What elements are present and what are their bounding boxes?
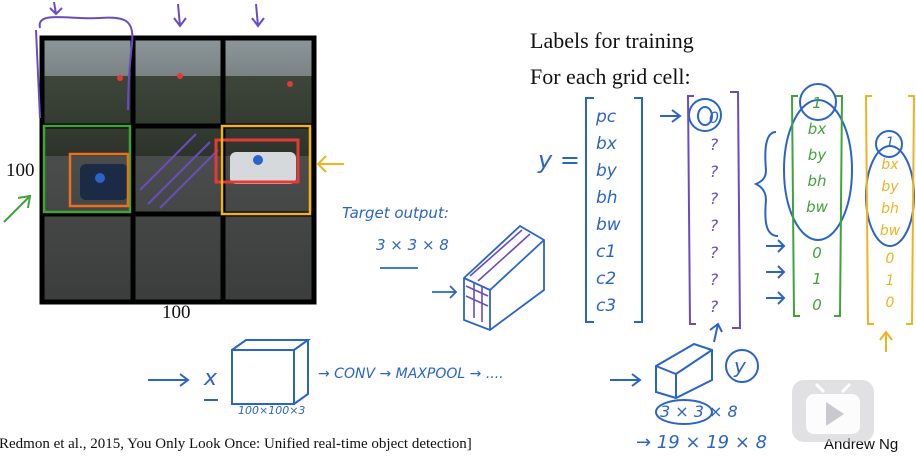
yellow-value-c2: 1 [885,273,895,289]
vector-item-bw: bw [596,215,621,235]
vector-item-c3: c3 [596,296,617,316]
vector-item-bx: bx [596,134,617,154]
slide-title-line2: For each grid cell: [530,64,691,89]
purple-value-bh: ? [709,189,719,208]
green-value-c3: 0 [812,296,822,314]
green-value-bw: bw [806,198,828,216]
vector-item-pc: pc [596,107,617,127]
citation: [Redmon et al., 2015, You Only Look Once… [0,436,472,452]
play-icon [806,382,860,434]
green-value-by: by [807,146,827,164]
dimension-left: 100 [6,160,35,181]
y-label: y = [538,146,580,174]
output-y-label: y [734,354,746,378]
target-output-label: Target output: [342,204,449,222]
purple-value-by: ? [709,162,719,181]
yellow-value-bx: bx [881,157,899,173]
down-arrow-1 [49,1,63,16]
car-right [230,152,296,184]
vector-item-c2: c2 [596,269,617,289]
purple-value-bx: ? [709,135,719,154]
yellow-value-c3: 0 [885,295,895,311]
purple-value-c2: ? [709,270,719,289]
purple-value-bw: ? [709,216,719,235]
output-dims-label: 3 × 3 × 8 [660,402,738,421]
dimension-bottom: 100 [162,302,191,323]
yellow-value-pc: 1 [885,135,895,151]
down-arrow-2 [173,3,187,28]
yellow-value-bw: bw [879,223,901,239]
vector-item-bh: bh [596,188,618,208]
purple-vector: 0 ? ? ? ? ? ? ? [698,104,730,320]
vector-item-c1: c1 [596,242,617,262]
purple-value-c1: ? [709,243,719,262]
green-value-bx: bx [807,120,827,138]
purple-cell-outline [38,16,134,111]
input-x-label: x [204,366,218,391]
output-alt-dims-label: → 19 × 19 × 8 [636,432,768,453]
label-vector: pc bx by bh bw c1 c2 c3 [596,104,636,320]
vector-item-by: by [596,161,617,181]
green-value-c1: 0 [812,244,822,262]
green-vector: 1 bx by bh bw 0 1 0 [800,90,834,318]
yellow-value-c1: 0 [885,251,895,267]
purple-value-c3: ? [709,297,719,316]
yellow-value-bh: bh [881,201,899,217]
green-value-bh: bh [807,172,827,190]
target-output-dims: 3 × 3 × 8 [376,236,449,254]
car-left [80,164,128,200]
play-button[interactable] [792,380,874,442]
down-arrow-3 [251,3,265,28]
purple-value-pc: 0 [708,108,720,127]
yellow-vector: 1 bx by bh bw 0 1 0 [874,132,906,314]
yellow-value-by: by [881,179,899,195]
green-value-c2: 1 [812,270,822,288]
green-value-pc: 1 [812,94,822,112]
slide-title-line1: Labels for training [530,28,694,53]
pipeline-text: → CONV → MAXPOOL → .... [318,366,504,382]
input-dims-label: 100×100×3 [238,404,306,417]
